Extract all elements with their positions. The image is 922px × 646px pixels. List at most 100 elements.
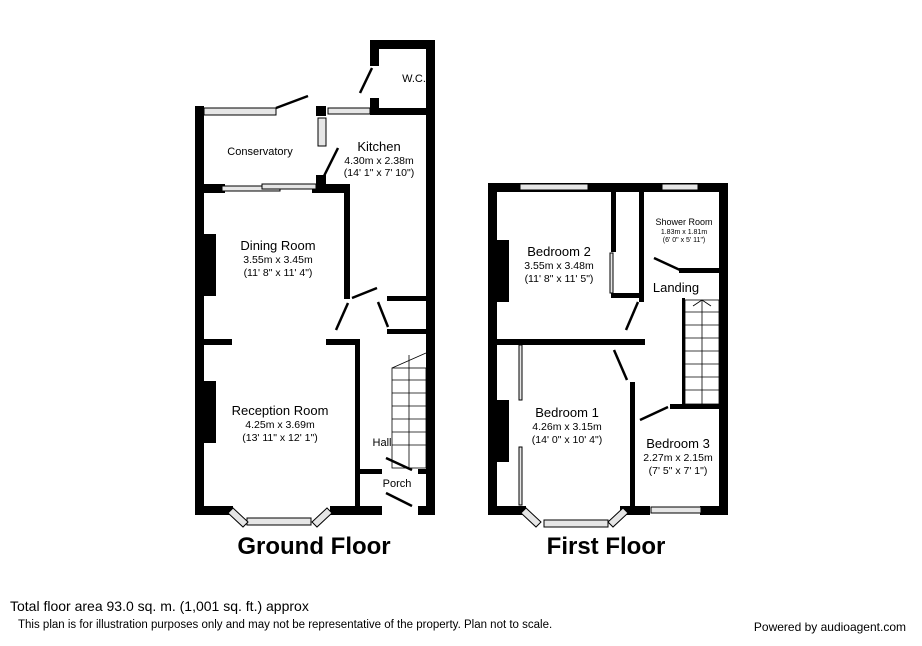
door bbox=[351, 286, 378, 300]
wall bbox=[700, 506, 728, 515]
room-label-kitchen: Kitchen bbox=[357, 139, 400, 154]
room-label-conservatory: Conservatory bbox=[227, 146, 293, 158]
wall bbox=[670, 404, 720, 409]
bay-window bbox=[543, 519, 609, 528]
room-dim-reception-imperial: (13' 11" x 12' 1") bbox=[242, 432, 317, 444]
bay-window bbox=[246, 517, 312, 526]
room-dim-bedroom-2-metric: 3.55m x 3.48m bbox=[524, 260, 594, 272]
room-dim-bedroom-2-imperial: (11' 8" x 11' 5") bbox=[525, 273, 594, 285]
ground-floor-stairs bbox=[391, 352, 427, 469]
room-label-hall: Hall bbox=[373, 437, 392, 449]
wall bbox=[620, 506, 650, 515]
room-dim-bedroom-3-metric: 2.27m x 2.15m bbox=[643, 452, 713, 464]
window bbox=[203, 107, 277, 116]
room-label-reception-room: Reception Room bbox=[232, 403, 329, 418]
room-label-bedroom-2: Bedroom 2 bbox=[527, 244, 591, 259]
room-label-shower-room: Shower Room bbox=[655, 217, 712, 227]
window bbox=[519, 183, 589, 191]
bay-window bbox=[311, 507, 333, 528]
room-label-bedroom-3: Bedroom 3 bbox=[646, 436, 710, 451]
chimney-breast bbox=[204, 234, 216, 296]
wardrobe-door bbox=[609, 252, 614, 294]
wall bbox=[679, 268, 719, 273]
floor-title-first: First Floor bbox=[547, 533, 666, 560]
wall bbox=[330, 506, 382, 515]
chimney-breast bbox=[497, 240, 509, 302]
wall bbox=[426, 40, 435, 515]
wall bbox=[344, 184, 350, 299]
room-label-landing: Landing bbox=[653, 280, 699, 295]
room-dim-kitchen-metric: 4.30m x 2.38m bbox=[344, 155, 414, 167]
wall bbox=[387, 329, 429, 334]
wall bbox=[387, 296, 429, 301]
sliding-door bbox=[261, 183, 317, 190]
room-dim-shower-metric: 1.83m x 1.81m bbox=[661, 229, 707, 236]
wall bbox=[370, 40, 379, 66]
wall bbox=[418, 506, 435, 515]
door bbox=[358, 67, 374, 94]
room-dim-bedroom-1-imperial: (14' 0" x 10' 4") bbox=[532, 434, 602, 446]
wardrobe-door bbox=[518, 344, 523, 401]
bay-window bbox=[520, 507, 542, 528]
wall bbox=[611, 192, 616, 252]
first-floor-plan bbox=[488, 183, 728, 515]
wall bbox=[204, 339, 232, 345]
wall bbox=[639, 192, 644, 302]
wall bbox=[355, 339, 360, 515]
first-floor-stairs bbox=[684, 299, 720, 405]
door bbox=[653, 256, 681, 272]
window bbox=[317, 117, 327, 147]
powered-by: Powered by audioagent.com bbox=[753, 620, 906, 634]
wall bbox=[611, 293, 643, 298]
door bbox=[334, 302, 350, 331]
wall bbox=[316, 175, 326, 187]
wall bbox=[326, 339, 356, 345]
door bbox=[275, 94, 309, 110]
wall bbox=[312, 184, 350, 193]
ground-floor-windows bbox=[203, 107, 371, 528]
wall bbox=[488, 506, 526, 515]
room-dim-kitchen-imperial: (14' 1" x 7' 10") bbox=[344, 167, 414, 179]
wall bbox=[682, 298, 685, 404]
door bbox=[385, 491, 413, 508]
wall bbox=[195, 106, 204, 515]
wall bbox=[488, 183, 497, 515]
door bbox=[322, 147, 340, 177]
wall bbox=[195, 506, 233, 515]
window bbox=[327, 107, 371, 115]
window bbox=[650, 506, 702, 514]
first-floor-windows bbox=[518, 183, 702, 528]
wall bbox=[719, 183, 728, 515]
bay-window bbox=[227, 507, 249, 528]
total-floor-area: Total floor area 93.0 sq. m. (1,001 sq. … bbox=[10, 598, 309, 614]
wall bbox=[488, 183, 728, 192]
wall bbox=[360, 469, 382, 474]
wall bbox=[195, 184, 225, 193]
floor-title-ground: Ground Floor bbox=[237, 533, 390, 560]
window bbox=[661, 183, 699, 191]
door bbox=[376, 301, 390, 328]
door bbox=[639, 405, 669, 422]
room-label-porch: Porch bbox=[383, 478, 412, 490]
room-dim-bedroom-1-metric: 4.26m x 3.15m bbox=[532, 421, 602, 433]
wall bbox=[370, 108, 430, 115]
bay-window bbox=[607, 507, 629, 528]
room-label-dining-room: Dining Room bbox=[240, 238, 315, 253]
door bbox=[624, 301, 640, 331]
first-floor-doors bbox=[612, 256, 681, 422]
wall bbox=[497, 339, 645, 345]
room-dim-reception-metric: 4.25m x 3.69m bbox=[245, 419, 315, 431]
wall bbox=[316, 106, 326, 116]
wardrobe-door bbox=[518, 446, 523, 506]
ground-floor-plan bbox=[195, 40, 435, 515]
room-dim-dining-imperial: (11' 8" x 11' 4") bbox=[244, 267, 313, 279]
door bbox=[612, 349, 629, 381]
room-label-bedroom-1: Bedroom 1 bbox=[535, 405, 599, 420]
room-dim-bedroom-3-imperial: (7' 5" x 7' 1") bbox=[649, 465, 708, 477]
room-dim-dining-metric: 3.55m x 3.45m bbox=[243, 254, 313, 266]
room-dim-shower-imperial: (6' 0" x 5' 11") bbox=[663, 237, 706, 244]
wall bbox=[630, 382, 635, 515]
chimney-breast bbox=[497, 400, 509, 462]
wall bbox=[370, 98, 379, 115]
